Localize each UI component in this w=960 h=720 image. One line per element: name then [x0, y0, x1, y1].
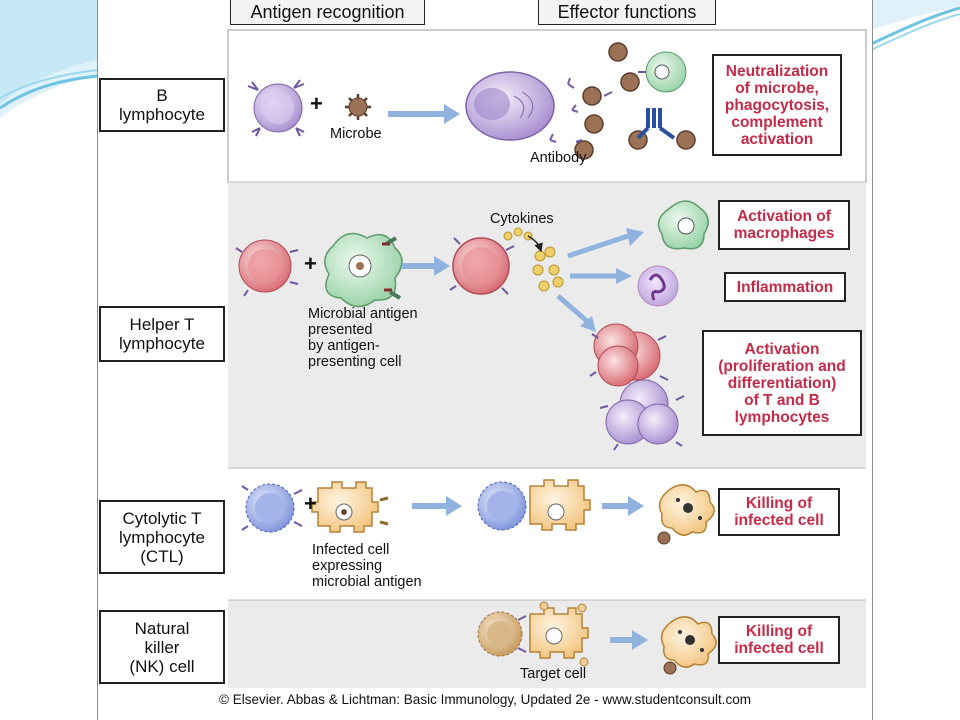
row-label-line: lymphocyte [119, 334, 205, 353]
caption-line: expressing [312, 558, 383, 574]
caption-line: microbial antigen [312, 574, 422, 590]
effect-line: (proliferation and [718, 357, 846, 375]
effect-line: differentiation) [727, 374, 837, 392]
effect-lymphocyte-activation: Activation (proliferation and differenti… [702, 330, 862, 436]
row-label-line: lymphocyte [119, 527, 205, 547]
antibody-coated-microbes [574, 42, 696, 160]
row-label-line: (CTL) [140, 546, 184, 566]
row-label-line: Cytolytic T [122, 508, 202, 528]
row-label-ctl: Cytolytic T lymphocyte (CTL) [99, 500, 225, 574]
effect-line: Killing of [745, 495, 813, 512]
caption-line: by antigen- [308, 338, 380, 354]
microbe [345, 94, 371, 120]
ctl-cell [241, 483, 303, 533]
effect-line: activation [740, 130, 814, 148]
effect-inflammation: Inflammation [724, 272, 846, 302]
antibodies-secreted [549, 77, 579, 143]
caption-infected-cell: Infected cell expressing microbial antig… [312, 542, 422, 590]
row-label-helper-t: Helper T lymphocyte [99, 306, 225, 362]
slide-swoosh-left [0, 0, 98, 118]
row-label-line: Helper T [129, 315, 195, 334]
plus-sign: + [304, 491, 317, 516]
target-cell [529, 601, 589, 667]
b-lymphocyte-cell [247, 79, 305, 137]
caption-line: presenting cell [308, 354, 402, 370]
effect-nk-killing: Killing of infected cell [718, 616, 840, 664]
row-label-line: lymphocyte [119, 105, 205, 124]
effect-line: infected cell [734, 512, 824, 529]
row-label-line: B [156, 86, 168, 105]
effect-line: Inflammation [736, 278, 834, 296]
effect-line: Activation of [737, 208, 831, 225]
effect-line: infected cell [734, 640, 824, 657]
caption-antibody: Antibody [530, 150, 587, 166]
effect-neutralization: Neutralization of microbe, phagocytosis,… [712, 54, 842, 156]
row-label-line: Natural [134, 618, 190, 638]
antigen-presenting-cell [324, 232, 403, 308]
effect-line: of T and B [744, 391, 820, 409]
helper-t-cell [235, 239, 299, 297]
plasma-cell [465, 71, 555, 141]
caption-line: Microbial antigen [308, 306, 418, 322]
arrow-helper-activation [556, 294, 590, 324]
effect-line: of microbe, [735, 79, 819, 97]
immunology-figure: Antigen recognition Effector functions B… [97, 0, 873, 720]
row-label-line: killer [144, 637, 180, 657]
slide-swoosh-right [871, 0, 960, 51]
header-antigen-recognition: Antigen recognition [230, 0, 425, 25]
caption-cytokines: Cytokines [490, 211, 554, 227]
row-label-line: (NK) cell [129, 656, 195, 676]
caption-line: presented [308, 322, 373, 338]
figure-artwork [227, 29, 867, 688]
effect-ctl-killing: Killing of infected cell [718, 488, 840, 536]
effect-line: Neutralization [725, 62, 829, 80]
caption-microbe: Microbe [330, 126, 382, 142]
effect-line: lymphocytes [734, 408, 830, 426]
killed-infected-cell [657, 484, 715, 545]
plus-sign: + [310, 91, 323, 116]
effect-line: complement [731, 113, 823, 131]
activated-helper-t-cell [449, 237, 515, 295]
effect-line: Killing of [745, 623, 813, 640]
ctl-conjugate [477, 479, 591, 531]
macrophage [657, 200, 709, 250]
row-label-nk: Natural killer (NK) cell [99, 610, 225, 684]
effect-line: macrophages [733, 225, 835, 242]
caption-target-cell: Target cell [520, 666, 587, 682]
caption-line: Infected cell [312, 542, 390, 558]
proliferating-lymphocytes [589, 323, 685, 451]
arrow-helper-macrophage [567, 233, 629, 259]
killed-target-cell [660, 616, 717, 675]
header-effector-functions: Effector functions [538, 0, 716, 25]
effect-line: phagocytosis, [724, 96, 830, 114]
nk-cell [477, 611, 527, 657]
copyright-footer: © Elsevier. Abbas & Lichtman: Basic Immu… [219, 692, 751, 707]
effect-macrophage-activation: Activation of macrophages [718, 200, 850, 250]
effect-line: Activation [744, 340, 820, 358]
plus-sign: + [304, 251, 317, 276]
neutrophil [637, 265, 679, 307]
row-label-b-lymphocyte: B lymphocyte [99, 78, 225, 132]
caption-apc: Microbial antigen presented by antigen- … [308, 306, 418, 370]
infected-cell [311, 481, 389, 533]
